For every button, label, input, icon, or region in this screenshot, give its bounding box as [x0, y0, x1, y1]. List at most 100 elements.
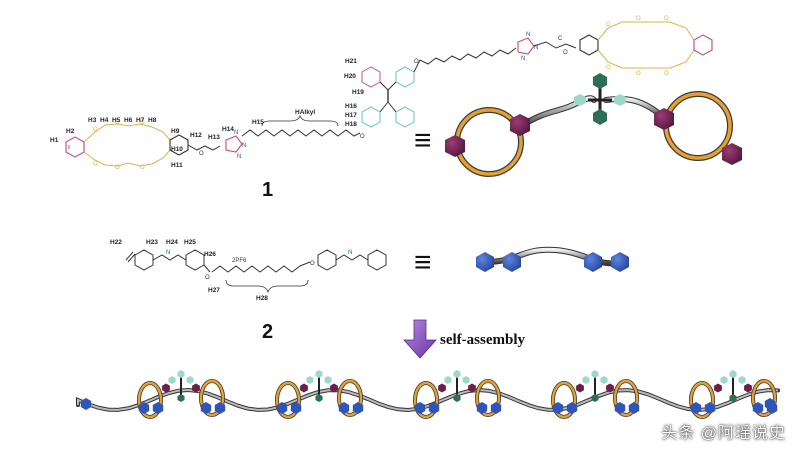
hub-node-bottom — [593, 109, 607, 125]
counterion-label: 2PF6 — [232, 258, 247, 264]
polymer-wheel-b-ring-1 — [199, 379, 225, 417]
label-h13: H13 — [208, 134, 220, 141]
polymer-ammonium-3c — [476, 402, 488, 414]
polymer-ammonium-1a — [138, 402, 150, 414]
svg-text:O: O — [310, 261, 315, 267]
hub-node-top — [593, 73, 607, 89]
label-h27: H27 — [208, 287, 220, 294]
label-h4: H4 — [100, 117, 109, 124]
polymer-hub-node-core-5 — [729, 394, 737, 402]
polymer-ammonium-2d — [352, 402, 364, 414]
polymer-stopper-right-2 — [330, 383, 338, 393]
label-h9: H9 — [171, 128, 180, 135]
label-h19: H19 — [352, 89, 364, 96]
polymer-stopper-right-5 — [744, 383, 752, 393]
polymer-wheel-a-ring-1 — [137, 381, 163, 419]
self-assembly-arrow — [403, 319, 437, 359]
svg-text:O: O — [115, 165, 120, 171]
hub-node-left — [574, 94, 586, 106]
polymer-ammonium-2a — [276, 402, 288, 414]
upper-alkyl-chain — [413, 47, 517, 73]
polymer-ammonium-2b — [290, 402, 302, 414]
svg-text:O: O — [636, 16, 641, 22]
polymer-hub-node-core-4 — [591, 394, 599, 402]
polymer-hub-node-left-2 — [306, 376, 314, 384]
stopper-right-outer — [722, 143, 742, 165]
svg-text:N: N — [348, 250, 352, 256]
compound-2-number: 2 — [262, 321, 273, 343]
c2-left-phenyl — [134, 249, 154, 271]
polymer-hub-node-top-2 — [315, 370, 323, 378]
polymer-hub-node-left-3 — [444, 376, 452, 384]
svg-text:O: O — [606, 65, 611, 71]
polymer-wheel-b-ring-4 — [613, 379, 639, 417]
label-h12: H12 — [190, 132, 202, 139]
polymer-ammonium-4c — [614, 402, 626, 414]
label-h11: H11 — [171, 162, 183, 169]
label-h5: H5 — [112, 117, 121, 124]
label-h23: H23 — [146, 239, 158, 246]
polymer-ammonium-1b — [152, 402, 164, 414]
svg-text:O: O — [140, 120, 145, 126]
svg-text:N: N — [242, 143, 246, 149]
polymer-stopper-right-4 — [606, 383, 614, 393]
triazole-ring — [225, 135, 243, 153]
svg-text:O: O — [636, 71, 641, 77]
svg-text:O: O — [664, 71, 669, 77]
polymer-ammonium-5a — [690, 402, 702, 414]
svg-text:O: O — [414, 59, 419, 65]
svg-text:O: O — [199, 151, 204, 157]
far-right-benzo-ring — [693, 34, 713, 56]
polymer-hub-node-left-4 — [582, 376, 590, 384]
polymer-stopper-right-1 — [192, 383, 200, 393]
compound-2-proton-labels: H22 H23 H24 H25 H26 H27 H28 — [110, 239, 268, 302]
polymer-hub-node-top-4 — [591, 370, 599, 378]
polymer-hub-node-right-3 — [462, 376, 470, 384]
label-h16: H16 — [345, 103, 357, 110]
polymer-hub-node-right-1 — [186, 376, 194, 384]
svg-text:O: O — [664, 16, 669, 22]
compound-2-structure: N O O N H22 H23 H24 H25 H26 H27 H28 2PF6 — [110, 239, 387, 302]
svg-text:O: O — [563, 50, 568, 56]
polymer-hub-node-right-5 — [738, 376, 746, 384]
polymer-wheel-b-ring-3 — [475, 379, 501, 417]
svg-text:N: N — [526, 32, 530, 38]
c2-left-aryl — [185, 249, 205, 271]
svg-text:O: O — [93, 127, 98, 133]
c2-alkyl-brace — [225, 279, 309, 294]
compound-2-cartoon — [476, 246, 629, 272]
polymer-ammonium-3b — [428, 402, 440, 414]
polymer-ammonium-4d — [628, 402, 640, 414]
label-h8: H8 — [148, 117, 157, 124]
polymer-hub-node-right-2 — [324, 376, 332, 384]
polymer-stopper-left-1 — [162, 383, 170, 393]
label-h26: H26 — [204, 251, 216, 258]
svg-text:N: N — [166, 250, 170, 256]
compound-1-proton-labels: H1 H2 H3 H4 H5 H6 H7 H8 H9 H10 H11 H12 H… — [50, 58, 364, 169]
polymer-ammonium-3d — [490, 402, 502, 414]
label-h20: H20 — [344, 73, 356, 80]
self-assembly-label: self-assembly — [440, 332, 525, 348]
ammonium-hex-2 — [503, 252, 521, 272]
label-h18: H18 — [345, 121, 357, 128]
polymer-hub-node-right-4 — [600, 376, 608, 384]
c2-alkyl-chain — [211, 261, 311, 273]
polymer-stopper-left-5 — [714, 383, 722, 393]
polymer-hub-node-core-3 — [453, 394, 461, 402]
polymer-stopper-left-3 — [438, 383, 446, 393]
polymer-hub-node-top-5 — [729, 370, 737, 378]
label-h22: H22 — [110, 239, 122, 246]
polymer-hub-node-top-3 — [453, 370, 461, 378]
polymer-wheel-a-ring-5 — [689, 381, 715, 419]
polymer-ammonium-1c — [200, 402, 212, 414]
label-h24: H24 — [166, 239, 178, 246]
upper-benzo-ring — [579, 34, 599, 56]
stopper-left-outer — [445, 135, 465, 157]
label-h2: H2 — [66, 128, 75, 135]
polymer-ammonium-2c — [338, 402, 350, 414]
svg-text:O: O — [205, 275, 210, 281]
label-h21: H21 — [345, 58, 357, 65]
polymer-ammonium-4b — [566, 402, 578, 414]
stopper-right-inner — [654, 108, 674, 130]
